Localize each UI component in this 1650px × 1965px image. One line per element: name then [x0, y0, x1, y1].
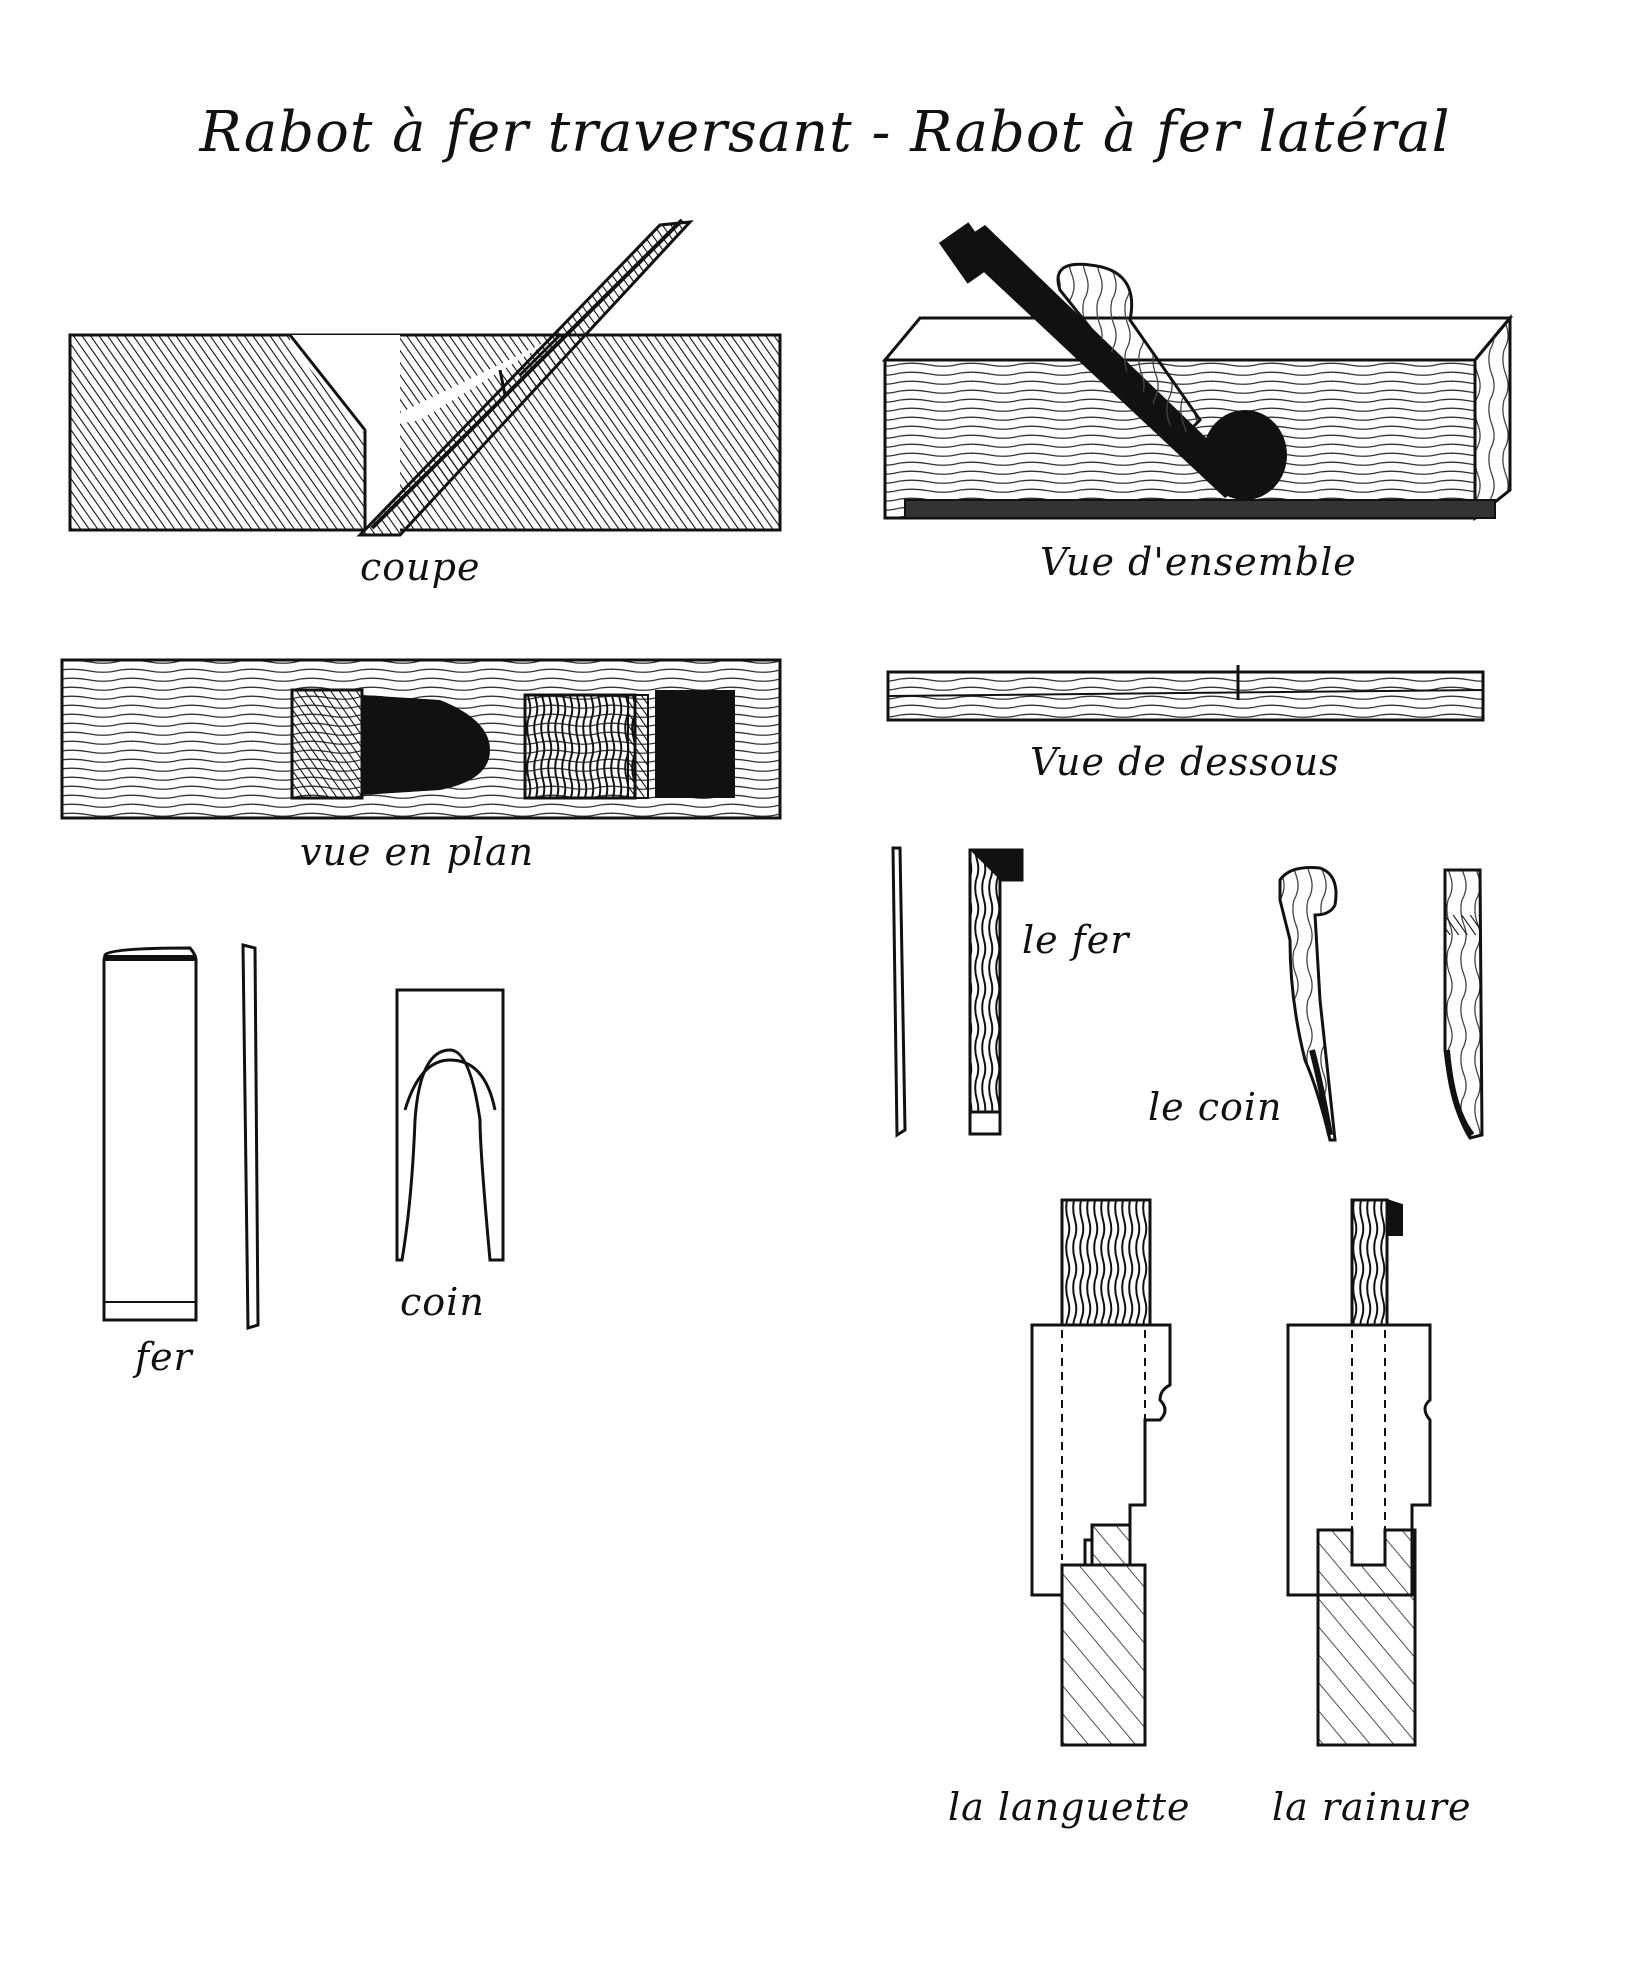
- label-coupe: coupe: [360, 545, 481, 589]
- vue-de-dessous-drawing: [886, 665, 1485, 722]
- label-le-coin: le coin: [1148, 1085, 1283, 1129]
- label-fer: fer: [135, 1335, 193, 1379]
- la-languette-drawing: [1030, 1198, 1172, 1747]
- label-la-languette: la languette: [948, 1785, 1191, 1829]
- le-fer-drawing: [891, 846, 1024, 1138]
- fer-drawing: [102, 943, 260, 1331]
- vue-ensemble-drawing: [881, 222, 1514, 522]
- page-title: Rabot à fer traversant - Rabot à fer lat…: [199, 100, 1451, 165]
- la-rainure-drawing: [1286, 1198, 1432, 1747]
- le-coin-drawing: [1278, 866, 1484, 1142]
- vue-en-plan-drawing: [60, 658, 782, 820]
- label-vue-en-plan: vue en plan: [300, 830, 535, 874]
- label-la-rainure: la rainure: [1272, 1785, 1472, 1829]
- coin-drawing: [395, 988, 505, 1262]
- coupe-section-drawing: [68, 218, 782, 537]
- label-vue-de-dessous: Vue de dessous: [1030, 740, 1340, 784]
- label-coin: coin: [400, 1280, 485, 1324]
- label-vue-ensemble: Vue d'ensemble: [1040, 540, 1357, 584]
- label-le-fer: le fer: [1022, 918, 1130, 962]
